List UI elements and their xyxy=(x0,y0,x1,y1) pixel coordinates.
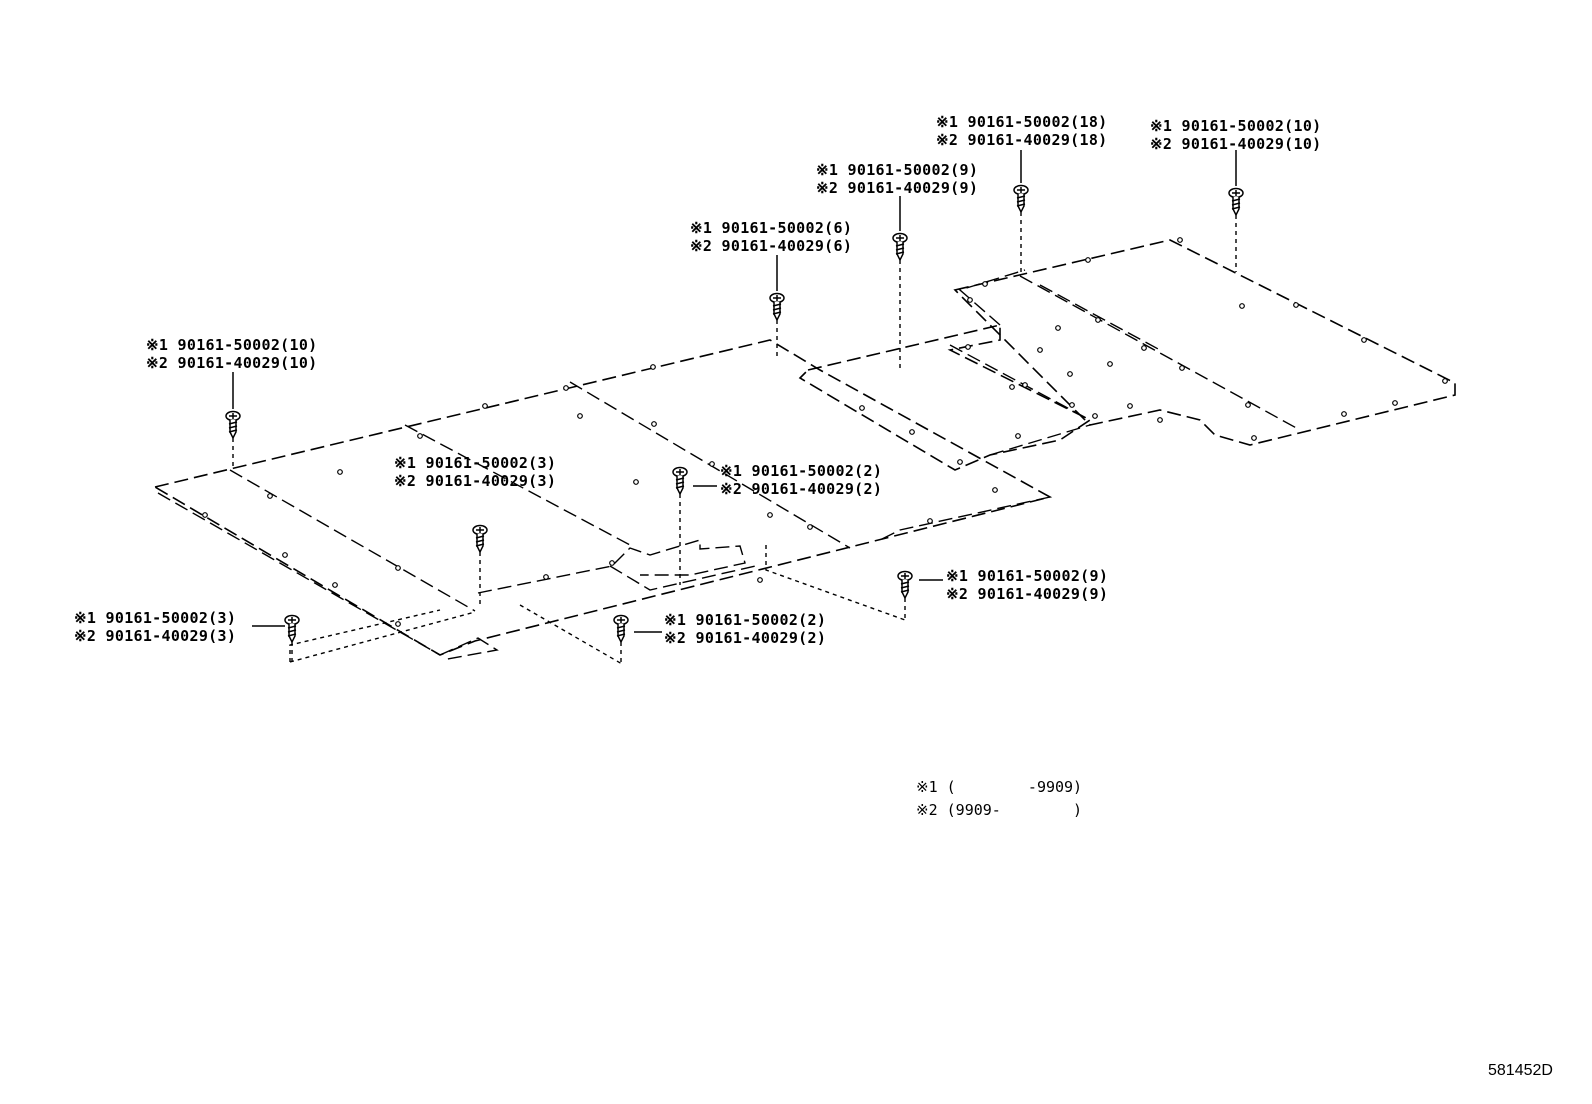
screw-thread xyxy=(675,477,685,489)
callout-10-right: ※1 90161-50002(10) ※2 90161-40029(10) xyxy=(1150,117,1322,153)
callout-line-2: ※2 90161-40029(18) xyxy=(936,131,1108,149)
tapping-screw-icon xyxy=(1013,150,1029,275)
tapping-screw-icon xyxy=(225,372,241,470)
screw-thread xyxy=(616,625,626,637)
screw-thread xyxy=(1016,195,1026,207)
screw-cross-recess xyxy=(901,573,909,579)
floor-panel-rear-right xyxy=(953,239,1456,456)
callout-line-1: ※1 90161-50002(3) xyxy=(74,609,236,627)
callout-line-1: ※1 90161-50002(6) xyxy=(690,219,852,237)
tapping-screw-icon xyxy=(472,524,488,605)
callout-line-1: ※1 90161-50002(2) xyxy=(720,462,882,480)
tapping-screw-icon xyxy=(672,466,717,585)
callout-line-2: ※2 90161-40029(10) xyxy=(146,354,318,372)
screw-cross-recess xyxy=(288,617,296,623)
callout-line-1: ※1 90161-50002(2) xyxy=(664,611,826,629)
callout-9-top: ※1 90161-50002(9) ※2 90161-40029(9) xyxy=(816,161,978,197)
callout-line-2: ※2 90161-40029(2) xyxy=(720,480,882,498)
screw-thread xyxy=(900,581,910,593)
callout-2-upper: ※1 90161-50002(2) ※2 90161-40029(2) xyxy=(720,462,882,498)
floor-panel-front-left xyxy=(152,339,1053,661)
callout-line-2: ※2 90161-40029(9) xyxy=(946,585,1108,603)
callout-line-1: ※1 90161-50002(10) xyxy=(146,336,318,354)
tapping-screw-icon xyxy=(1228,150,1244,272)
callout-line-2: ※2 90161-40029(10) xyxy=(1150,135,1322,153)
figure-id: 581452D xyxy=(1488,1062,1553,1079)
callout-3-center: ※1 90161-50002(3) ※2 90161-40029(3) xyxy=(394,454,556,490)
callout-line-1: ※1 90161-50002(10) xyxy=(1150,117,1322,135)
legend-note-2: ※2 (9909- ) xyxy=(916,801,1082,819)
screw-thread xyxy=(228,421,238,433)
callout-line-2: ※2 90161-40029(6) xyxy=(690,237,852,255)
tapping-screw-icon xyxy=(613,614,662,664)
fastener-drop-lines xyxy=(289,545,906,665)
screw-cross-recess xyxy=(896,235,904,241)
callout-10-left: ※1 90161-50002(10) ※2 90161-40029(10) xyxy=(146,336,318,372)
callout-9-lower: ※1 90161-50002(9) ※2 90161-40029(9) xyxy=(946,567,1108,603)
callout-line-2: ※2 90161-40029(3) xyxy=(394,472,556,490)
callout-line-1: ※1 90161-50002(9) xyxy=(946,567,1108,585)
tapping-screw-icon xyxy=(252,614,300,662)
date-legend: ※1 ( -9909) ※2 (9909- ) xyxy=(916,778,1082,819)
tapping-screw-icon xyxy=(892,196,908,368)
callout-line-1: ※1 90161-50002(9) xyxy=(816,161,978,179)
callout-line-2: ※2 90161-40029(3) xyxy=(74,627,236,645)
screw-thread xyxy=(1231,198,1241,210)
screw-thread xyxy=(287,625,297,637)
mounting-holes xyxy=(202,237,1448,627)
screw-cross-recess xyxy=(1232,190,1240,196)
callout-2-lower: ※1 90161-50002(2) ※2 90161-40029(2) xyxy=(664,611,826,647)
screw-cross-recess xyxy=(476,527,484,533)
screw-assembly-layer xyxy=(225,150,1244,664)
callout-line-1: ※1 90161-50002(18) xyxy=(936,113,1108,131)
screw-thread xyxy=(772,303,782,315)
screw-cross-recess xyxy=(773,295,781,301)
screw-cross-recess xyxy=(617,617,625,623)
tapping-screw-icon xyxy=(897,570,943,620)
screw-cross-recess xyxy=(229,413,237,419)
legend-note-1: ※1 ( -9909) xyxy=(916,778,1082,796)
screw-cross-recess xyxy=(676,469,684,475)
callout-line-2: ※2 90161-40029(9) xyxy=(816,179,978,197)
callout-18: ※1 90161-50002(18) ※2 90161-40029(18) xyxy=(936,113,1108,149)
callout-line-2: ※2 90161-40029(2) xyxy=(664,629,826,647)
floor-panel-rear-middle xyxy=(798,269,1092,471)
tapping-screw-icon xyxy=(769,255,785,360)
callout-3-left: ※1 90161-50002(3) ※2 90161-40029(3) xyxy=(74,609,236,645)
callout-line-1: ※1 90161-50002(3) xyxy=(394,454,556,472)
callout-6: ※1 90161-50002(6) ※2 90161-40029(6) xyxy=(690,219,852,255)
screw-cross-recess xyxy=(1017,187,1025,193)
screw-thread xyxy=(475,535,485,547)
screw-thread xyxy=(895,243,905,255)
